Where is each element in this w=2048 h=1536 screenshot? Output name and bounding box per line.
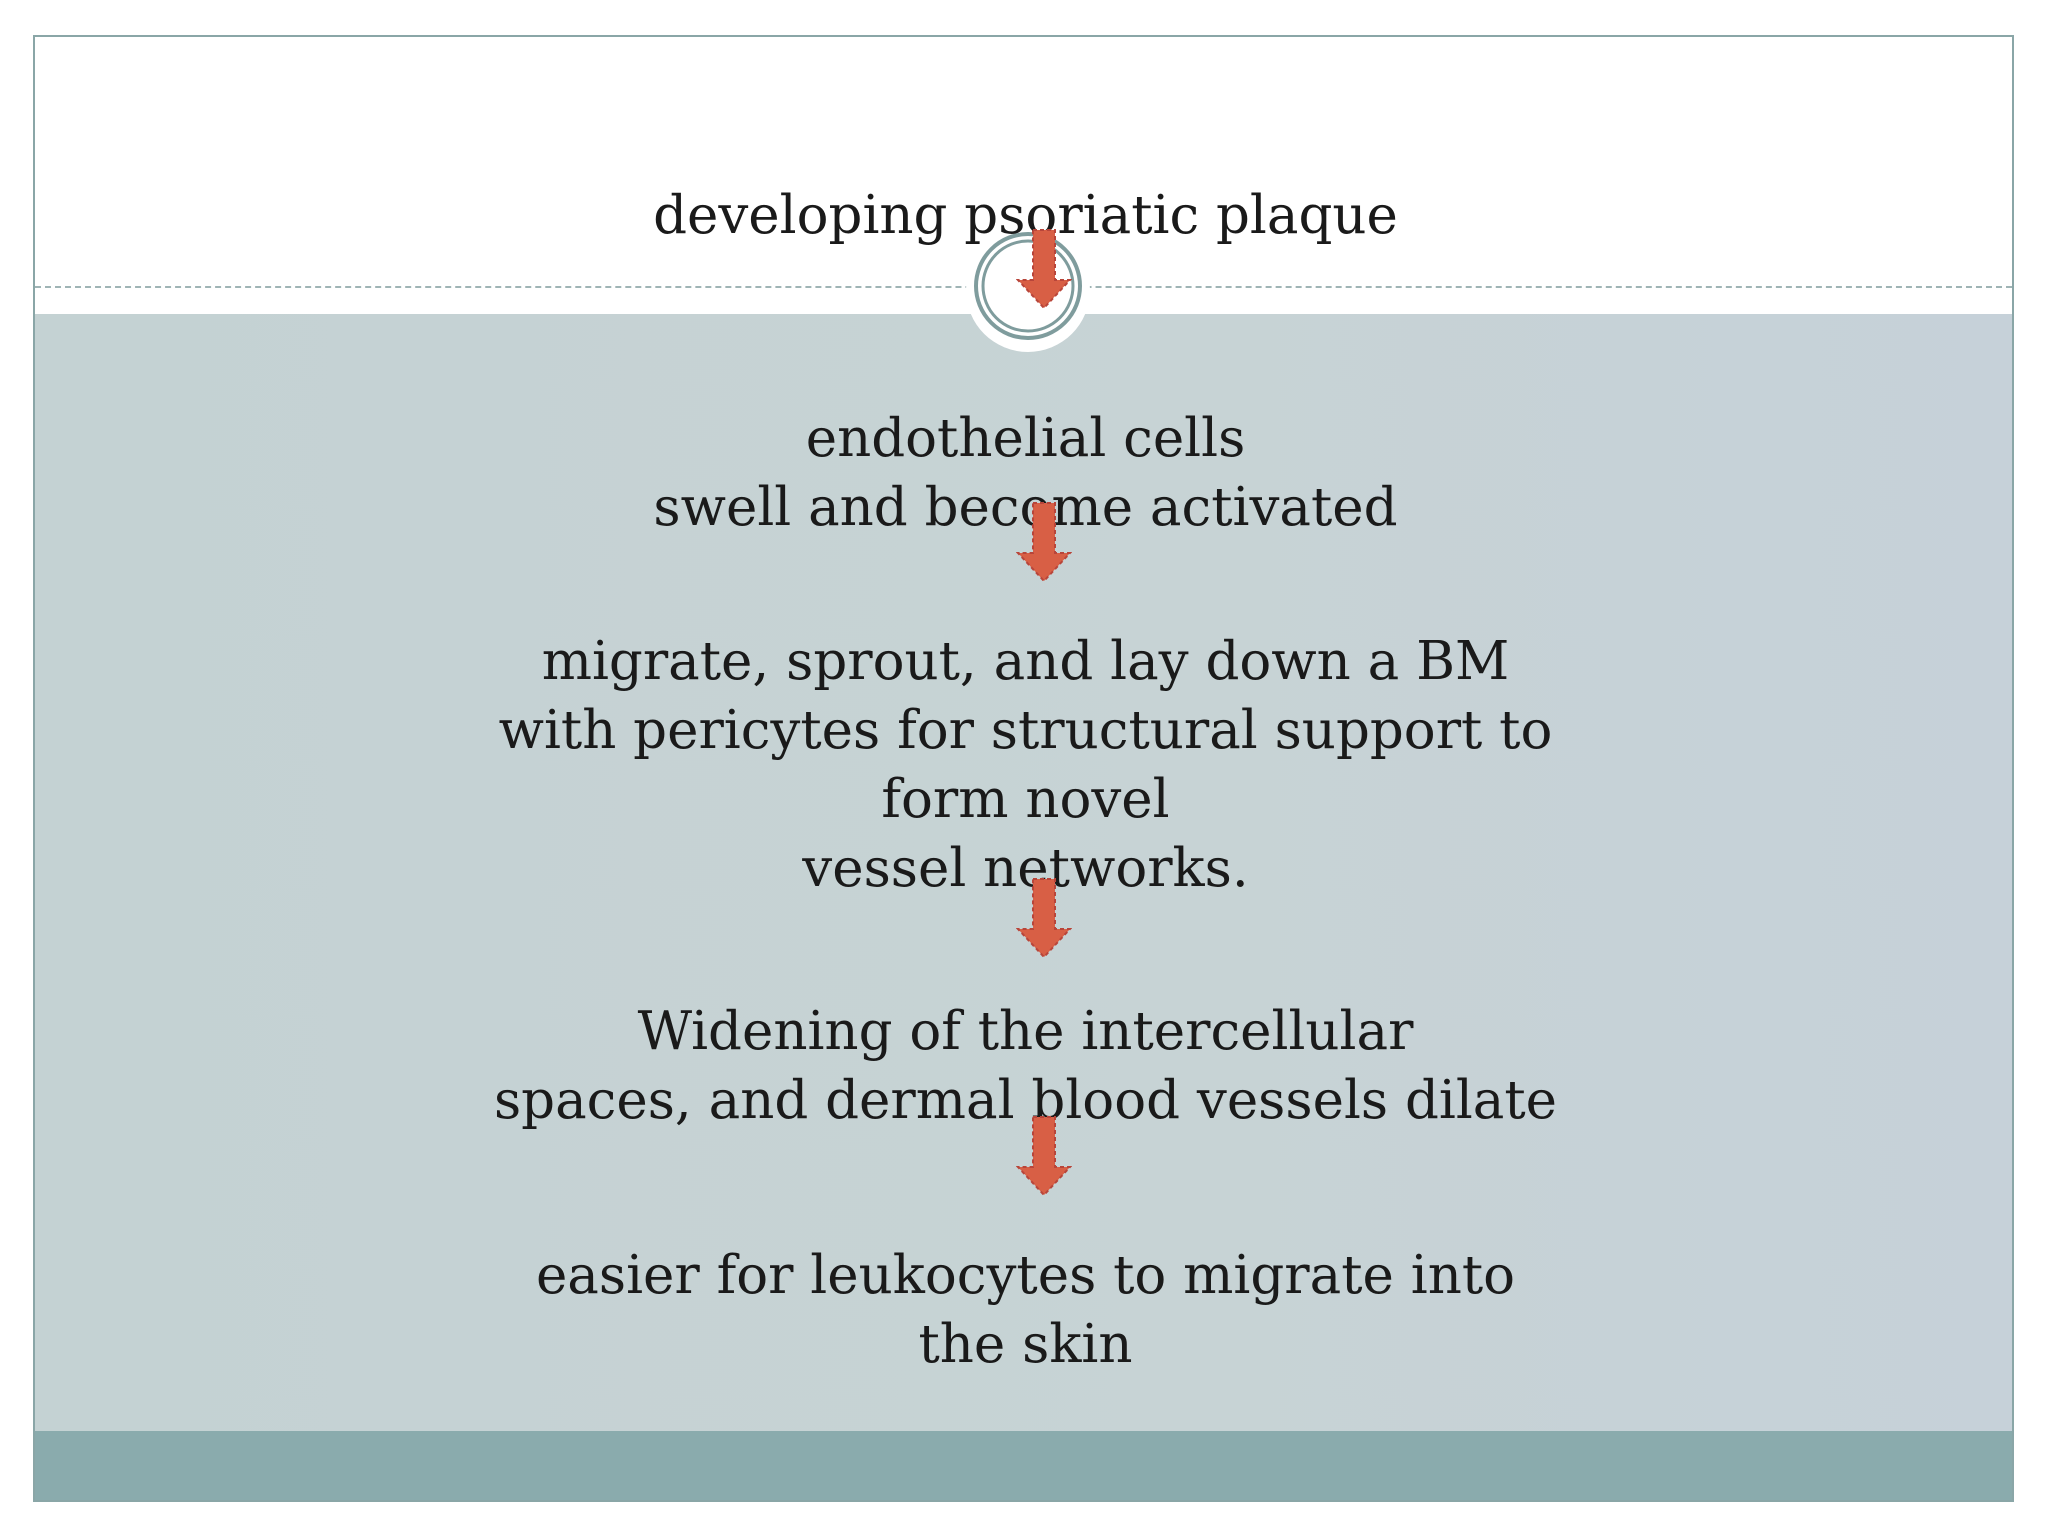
footer-band [35,1431,2012,1500]
flow-step-4: Widening of the intercellular spaces, an… [493,1001,1558,1131]
flow-step-1: developing psoriatic plaque [653,185,1398,246]
flow-step-2: endothelial cells swell and become activ… [653,408,1398,538]
flow-step-5: easier for leukocytes to migrate into th… [535,1245,1516,1375]
arrow-down-icon [1016,502,1072,583]
arrow-down-icon [1016,229,1072,310]
arrow-down-icon [1016,878,1072,959]
arrow-down-icon [1016,1116,1072,1197]
content-band [35,314,2012,1431]
flow-step-3: migrate, sprout, and lay down a BM with … [498,631,1553,899]
slide: developing psoriatic plaque endothelial … [33,35,2014,1502]
